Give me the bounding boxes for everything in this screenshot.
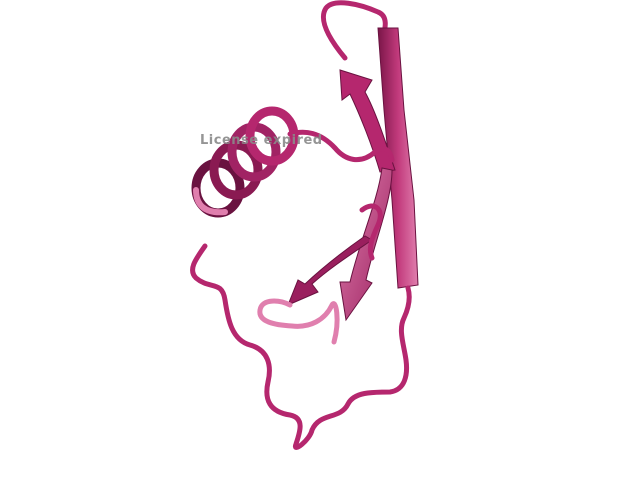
- top-loop-coil: [320, 0, 388, 61]
- beta-strand-long: [377, 27, 419, 289]
- alpha-helix: [191, 106, 299, 218]
- pale-loop: [257, 298, 340, 345]
- lower-coil: [190, 243, 412, 450]
- helix-to-strand-coil: [287, 129, 395, 163]
- beta-strand-lower-left: [287, 235, 373, 306]
- middle-coil: [359, 203, 383, 261]
- license-watermark: License expired: [200, 133, 323, 148]
